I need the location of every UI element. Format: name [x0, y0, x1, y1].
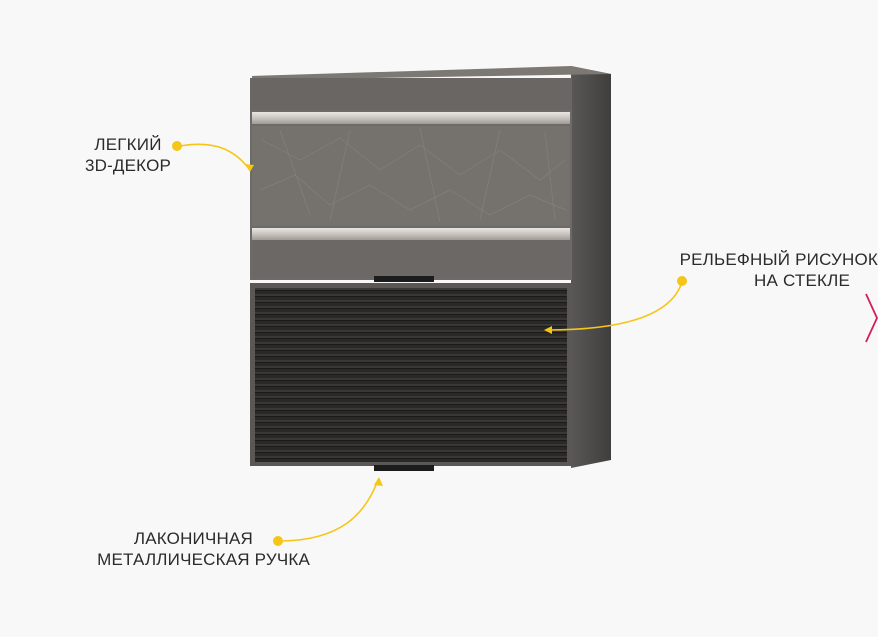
cabinet: [250, 66, 611, 471]
callout-handle-label: ЛАКОНИЧНАЯ МЕТАЛЛИЧЕСКАЯ РУЧКА: [38, 528, 310, 570]
callout-relief-label: РЕЛЬЕФНЫЙ РИСУНОК НА СТЕКЛЕ: [632, 249, 878, 291]
handle-arrowhead: [374, 477, 383, 486]
next-slide-button[interactable]: [862, 290, 878, 346]
upper-top-band: [250, 78, 572, 110]
callout-decor-line-2: 3D-ДЕКОР: [84, 156, 172, 175]
callout-relief-line-2: НА СТЕКЛЕ: [754, 271, 850, 290]
lower-handle: [374, 465, 434, 471]
callout-handle-line-1: ЛАКОНИЧНАЯ: [133, 529, 253, 548]
callout-decor-line-1: ЛЕГКИЙ: [94, 135, 162, 154]
relief-dot: [677, 276, 687, 286]
decor-dot: [172, 141, 182, 151]
handle-connector: [281, 479, 379, 542]
callout-arrowheads: [245, 164, 552, 486]
handle-dot: [273, 536, 283, 546]
decor-texture: [259, 127, 567, 223]
cabinet-top: [252, 66, 611, 80]
callout-handle-line-2: МЕТАЛЛИЧЕСКАЯ РУЧКА: [97, 550, 310, 569]
chevron-right-icon: [865, 293, 878, 343]
upper-stripe-1: [252, 112, 570, 124]
relief-connector: [546, 281, 683, 331]
upper-bottom-band: [252, 240, 570, 278]
upper-handle: [374, 276, 434, 282]
relief-arrowhead: [544, 326, 552, 334]
callout-decor-label: ЛЕГКИЙ 3D-ДЕКОР: [78, 134, 178, 176]
callout-dots: [172, 141, 687, 546]
callout-relief-line-1: РЕЛЬЕФНЫЙ РИСУНОК: [679, 250, 878, 269]
upper-stripe-2: [252, 228, 570, 240]
decor-arrowhead: [245, 164, 254, 172]
decor-panel: [252, 126, 570, 226]
decor-connector: [179, 143, 251, 171]
cabinet-side: [571, 66, 611, 468]
ribbed-glass-panel: [255, 288, 567, 462]
